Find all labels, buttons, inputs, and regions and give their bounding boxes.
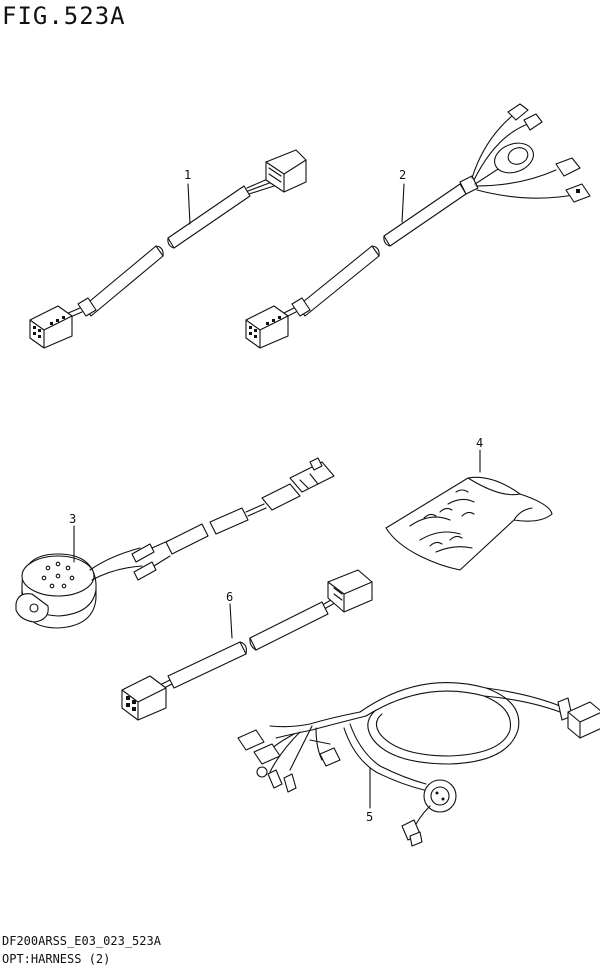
part-5-loop-harness: 5: [237, 682, 600, 847]
figure-caption: OPT:HARNESS (2): [2, 952, 111, 966]
callout-3: 3: [69, 512, 76, 526]
part-2-harness: 2: [245, 103, 591, 349]
model-code: DF200ARSS_E03_023_523A: [2, 934, 161, 948]
part-3-buzzer: 3: [15, 457, 335, 629]
callout-6: 6: [226, 590, 233, 604]
callout-4: 4: [476, 436, 483, 450]
callout-1: 1: [184, 168, 191, 182]
callout-2: 2: [399, 168, 406, 182]
part-6-harness: 6: [121, 569, 373, 721]
callout-5: 5: [366, 810, 373, 824]
figure-title: FIG.523A: [2, 2, 126, 30]
part-1-harness: 1: [29, 149, 307, 349]
part-4-parts-bag: 4: [385, 436, 553, 571]
